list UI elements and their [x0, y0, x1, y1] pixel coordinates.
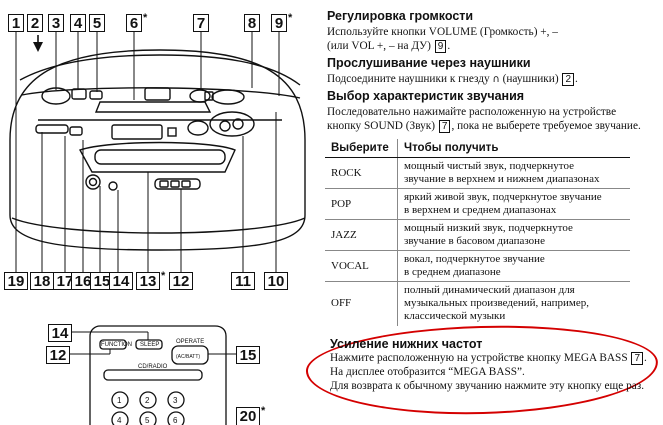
sound-ref-box: 7 [438, 120, 451, 133]
headphones-ref-box: 2 [562, 73, 574, 86]
callout-16: 16 [71, 272, 95, 290]
display [111, 124, 163, 140]
remote-sleep-button [135, 339, 163, 350]
remote-cdradio-label: CD/RADIO [138, 364, 168, 370]
mode-name: ROCK [325, 157, 398, 189]
callout-13-star: * [161, 270, 166, 282]
volume-heading: Регулировка громкости [327, 9, 474, 23]
remote-callout-20: 20 [236, 407, 260, 425]
mode-name: VOCAL [325, 250, 398, 282]
callout-3: 3 [48, 14, 64, 32]
cassette [78, 141, 236, 173]
bass-line-3: Для возврата к обычному звучанию нажмите… [330, 380, 645, 392]
callout-19: 19 [4, 272, 28, 290]
sound-heading: Выбор характеристик звучания [327, 89, 525, 103]
callout-10: 10 [264, 272, 288, 290]
callout-12: 12 [169, 272, 193, 290]
volume-line-1: Используйте кнопки VOLUME (Громкость) +,… [327, 26, 558, 38]
remote-callout-20-star: * [261, 405, 266, 417]
callout-6: 6 [126, 14, 142, 32]
remote-key-5: 5 [145, 416, 150, 425]
callout-4: 4 [70, 14, 86, 32]
mode-name: JAZZ [325, 219, 398, 251]
volume-line-2: (или VOL +, – на ДУ) 9. [327, 40, 451, 53]
device-diagram: FUNCTION SLEEP OPERATE (AC/BATT) CD/RADI… [9, 24, 306, 425]
headphones-heading: Прослушивание через наушники [327, 56, 531, 70]
callout-14: 14 [109, 272, 133, 290]
table-header-result: Чтобы получить [397, 139, 630, 158]
callout-15: 15 [90, 272, 114, 290]
remote-operate-button [171, 345, 209, 365]
remote-key-4: 4 [117, 416, 122, 425]
remote-callout-14: 14 [48, 324, 72, 342]
remote-key-6: 6 [173, 416, 178, 425]
sound-line-1: Последовательно нажимайте расположенную … [327, 106, 617, 118]
mode-name: OFF [325, 281, 398, 326]
sound-mode-table: Выберите Чтобы получить ROCK мощный чист… [325, 139, 630, 326]
cd-lid [94, 101, 212, 113]
callout-1: 1 [8, 14, 24, 32]
bass-heading: Усиление нижних частот [330, 337, 483, 351]
volume-buttons [211, 89, 245, 105]
headphone-jack [85, 174, 101, 190]
remote-key-2: 2 [145, 396, 150, 405]
remote-operate-label: OPERATE [176, 339, 204, 345]
callout-7: 7 [193, 14, 209, 32]
callout-6-star: * [143, 12, 148, 24]
bass-line-2: На дисплее отобразится “MEGA BASS”. [330, 366, 525, 378]
callout-9-star: * [288, 12, 293, 24]
callout-11: 11 [231, 272, 255, 290]
remote-callout-15: 15 [236, 346, 260, 364]
headphones-line: Подсоедините наушники к гнезду ∩ (наушни… [327, 73, 578, 86]
tuner-buttons [154, 178, 201, 190]
bass-ref-box: 7 [631, 352, 644, 365]
remote-function-label: FUNCTION [101, 342, 132, 348]
sound-line-2: кнопку SOUND (Звук) 7, пока не выберете … [327, 120, 641, 133]
mode-name: POP [325, 188, 398, 220]
headphones-icon: ∩ [492, 74, 500, 85]
callout-18: 18 [30, 272, 54, 290]
volume-ref-box: 9 [434, 40, 447, 53]
callout-9: 9 [271, 14, 287, 32]
callout-8: 8 [244, 14, 260, 32]
remote-key-1: 1 [117, 396, 122, 405]
remote-callout-12: 12 [46, 346, 70, 364]
remote-key-3: 3 [173, 396, 178, 405]
table-header-row: Выберите Чтобы получить [325, 139, 630, 158]
remote-function-button [99, 339, 127, 350]
table-row: POP яркий живой звук, подчеркнутое звуча… [325, 188, 630, 220]
remote-sleep-label: SLEEP [140, 342, 159, 348]
table-header-select: Выберите [325, 139, 398, 158]
remote-body [89, 325, 227, 425]
callout-13: 13 [136, 272, 160, 290]
boombox-body [9, 49, 306, 251]
remote-acbatt-label: (AC/BATT) [176, 354, 200, 360]
bass-line-1: Нажмите расположенную на устройстве кноп… [330, 352, 647, 365]
callout-2: 2 [27, 14, 43, 32]
callout-5: 5 [89, 14, 105, 32]
